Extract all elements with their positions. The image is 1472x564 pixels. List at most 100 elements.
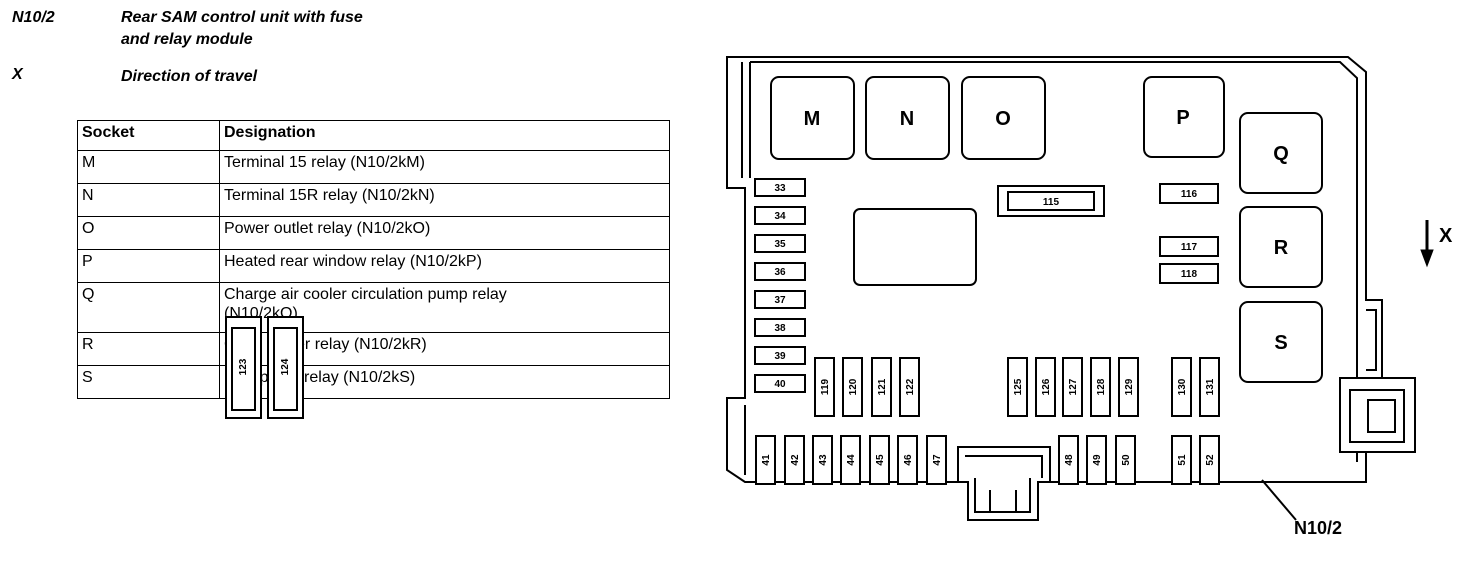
direction-label: X <box>1439 225 1453 247</box>
housing-inner <box>741 61 1358 462</box>
fuse-label: 117 <box>1181 242 1198 253</box>
fuse-label: 47 <box>932 454 943 466</box>
fuse-39 <box>754 346 806 365</box>
relay-label-m: M <box>804 108 821 130</box>
fuse-label: 48 <box>1064 454 1075 466</box>
fuse-label: 130 <box>1177 378 1188 395</box>
callout-line <box>1261 479 1297 521</box>
fuse-47 <box>926 435 947 485</box>
fuse-125 <box>1007 357 1028 417</box>
relay-label-q: Q <box>1273 143 1289 165</box>
fuse-label: 44 <box>846 454 857 466</box>
relay-o <box>961 76 1046 160</box>
fuse-label: 50 <box>1121 454 1132 466</box>
relay-q <box>1239 112 1323 194</box>
fuse-34 <box>754 206 806 225</box>
side-bracket <box>1366 309 1377 371</box>
fuse-130 <box>1171 357 1192 417</box>
fuse-label: 36 <box>774 267 786 278</box>
fuse-label: 119 <box>820 378 831 395</box>
fuse-label: 46 <box>903 454 914 466</box>
fuse-120 <box>842 357 863 417</box>
fuse-label: 115 <box>1043 197 1060 208</box>
fuse-51 <box>1171 435 1192 485</box>
fuse-117 <box>1159 236 1219 257</box>
fuse-label: 49 <box>1092 454 1103 466</box>
fuse-label: 40 <box>774 379 786 390</box>
table-row: N Terminal 15R relay (N10/2kN) <box>77 183 670 217</box>
fuse-38 <box>754 318 806 337</box>
fuse-label: 128 <box>1096 378 1107 395</box>
blank-module <box>853 208 977 286</box>
fuse-52 <box>1199 435 1220 485</box>
fuse-label: 43 <box>818 454 829 466</box>
fuse-label: 42 <box>790 454 801 466</box>
fuse-37 <box>754 290 806 309</box>
table-row: M Terminal 15 relay (N10/2kM) <box>77 150 670 184</box>
legend-text-n10-2-line1: Rear SAM control unit with fuse <box>121 9 363 26</box>
socket-cell: R <box>77 332 220 366</box>
fuse-label: 127 <box>1068 378 1079 395</box>
socket-cell: Q <box>77 282 220 333</box>
callout-label: N10/2 <box>1294 518 1342 538</box>
relay-n <box>865 76 950 160</box>
fuse-label: 120 <box>848 378 859 395</box>
fuse-label: 52 <box>1205 454 1216 466</box>
fuse-label: 41 <box>761 454 772 466</box>
socket-cell: M <box>77 150 220 184</box>
relay-label-o: O <box>995 108 1011 130</box>
fuse-label: 123 <box>238 358 249 375</box>
fuse-49 <box>1086 435 1107 485</box>
fuse-116 <box>1159 183 1219 204</box>
table-row: O Power outlet relay (N10/2kO) <box>77 216 670 250</box>
fuse-122 <box>899 357 920 417</box>
fuse-label: 51 <box>1177 454 1188 466</box>
direction-arrow <box>1420 220 1434 268</box>
fuse-label: 126 <box>1041 378 1052 395</box>
socket-cell: O <box>77 216 220 250</box>
legend-text-x: Direction of travel <box>121 68 258 85</box>
fuse-128 <box>1090 357 1111 417</box>
legend-key-n10-2: N10/2 <box>12 9 55 26</box>
designation-cell: Terminal 15 relay (N10/2kM) <box>219 150 670 184</box>
fuse-33 <box>754 178 806 197</box>
relay-label-n: N <box>900 108 914 130</box>
header-socket: Socket <box>77 120 220 151</box>
designation-cell: Terminal 15R relay (N10/2kN) <box>219 183 670 217</box>
socket-cell: N <box>77 183 220 217</box>
table-row: P Heated rear window relay (N10/2kP) <box>77 249 670 283</box>
fuse-label: 35 <box>774 239 786 250</box>
fuse-label: 129 <box>1124 378 1135 395</box>
fuse-126 <box>1035 357 1056 417</box>
designation-line: Charge air cooler circulation pump relay <box>224 286 507 303</box>
fuse-43 <box>812 435 833 485</box>
relay-r <box>1239 206 1323 288</box>
fuse-131 <box>1199 357 1220 417</box>
fuse-41 <box>755 435 776 485</box>
fuse-46 <box>897 435 918 485</box>
fuse-label: 33 <box>774 183 786 194</box>
fuse-50 <box>1115 435 1136 485</box>
fuse-45 <box>869 435 890 485</box>
relay-p <box>1143 76 1225 158</box>
fuse-129 <box>1118 357 1139 417</box>
fuse-42 <box>784 435 805 485</box>
fuse-36 <box>754 262 806 281</box>
fuse-44 <box>840 435 861 485</box>
relay-label-r: R <box>1274 237 1289 259</box>
fuse-label: 116 <box>1181 189 1198 200</box>
fuse-label: 38 <box>774 323 786 334</box>
fuse-127 <box>1062 357 1083 417</box>
fuse-121 <box>871 357 892 417</box>
relay-m <box>770 76 855 160</box>
fuse-40 <box>754 374 806 393</box>
socket-cell: P <box>77 249 220 283</box>
fuse-118 <box>1159 263 1219 284</box>
relay-label-s: S <box>1274 332 1287 354</box>
fuse-label: 124 <box>280 358 291 375</box>
fuse-label: 34 <box>774 211 786 222</box>
housing-outline <box>726 56 1383 483</box>
fuse-label: 118 <box>1181 269 1198 280</box>
fuse-label: 131 <box>1205 378 1216 395</box>
